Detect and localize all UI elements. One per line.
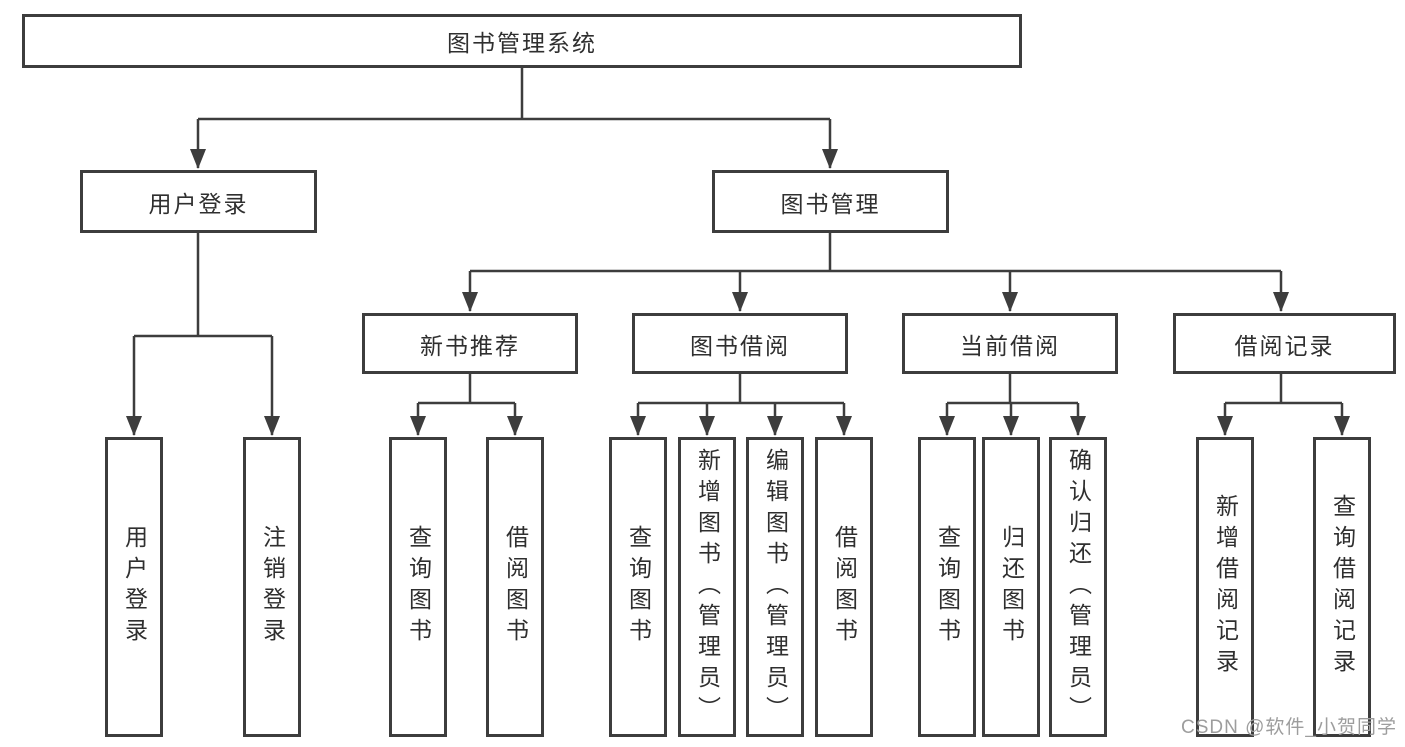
leaf-query-books-recommend: 查询图书 [389,437,447,737]
leaf-query-books-borrowing: 查询图书 [609,437,667,737]
node-new-book-recommendation: 新书推荐 [362,313,578,374]
arrowhead [1002,292,1018,312]
arrowhead [190,149,206,169]
arrowhead [630,416,646,436]
node-label: 借阅图书 [831,525,858,649]
arrowhead [1217,416,1233,436]
arrowhead [1334,416,1350,436]
leaf-return-books: 归还图书 [982,437,1040,737]
arrowhead [1273,292,1289,312]
arrowhead [410,416,426,436]
arrowhead [732,292,748,312]
node-label: 归还图书 [998,525,1025,649]
arrowhead [699,416,715,436]
leaf-logout: 注销登录 [243,437,301,737]
arrowhead [462,292,478,312]
node-label: 借阅图书 [502,525,529,649]
node-borrowing-records: 借阅记录 [1173,313,1396,374]
leaf-edit-book-admin: 编辑图书（管理员） [746,437,804,737]
node-label: 查询借阅记录 [1329,494,1356,680]
leaf-add-book-admin: 新增图书（管理员） [678,437,736,737]
node-label: 编辑图书（管理员） [762,447,789,727]
node-label: 注销登录 [259,525,286,649]
arrowhead [822,149,838,169]
node-label: 确认归还（管理员） [1065,447,1092,727]
node-label: 查询图书 [625,525,652,649]
leaf-add-borrow-record: 新增借阅记录 [1196,437,1254,737]
node-label: 新增借阅记录 [1212,494,1239,680]
leaf-borrow-books-recommend: 借阅图书 [486,437,544,737]
node-label: 新增图书（管理员） [694,447,721,727]
csdn-watermark: CSDN @软件_小贺同学 [1181,717,1397,738]
node-label: 查询图书 [405,525,432,649]
arrowhead [767,416,783,436]
arrowhead [836,416,852,436]
arrowhead [1070,416,1086,436]
leaf-user-login: 用户登录 [105,437,163,737]
leaf-confirm-return-admin: 确认归还（管理员） [1049,437,1107,737]
leaf-borrow-books-borrowing: 借阅图书 [815,437,873,737]
node-library-management-system: 图书管理系统 [22,14,1022,68]
arrowhead [939,416,955,436]
node-current-borrowing: 当前借阅 [902,313,1118,374]
node-label: 用户登录 [121,525,148,649]
node-user-login: 用户登录 [80,170,317,233]
arrow-stems [132,119,1344,435]
leaf-query-borrow-record: 查询借阅记录 [1313,437,1371,737]
node-label: 查询图书 [934,525,961,649]
arrowhead [126,416,142,436]
node-book-management: 图书管理 [712,170,949,233]
arrowhead [1003,416,1019,436]
arrowhead [507,416,523,436]
arrowhead [264,416,280,436]
leaf-query-books-current: 查询图书 [918,437,976,737]
node-book-borrowing: 图书借阅 [632,313,848,374]
